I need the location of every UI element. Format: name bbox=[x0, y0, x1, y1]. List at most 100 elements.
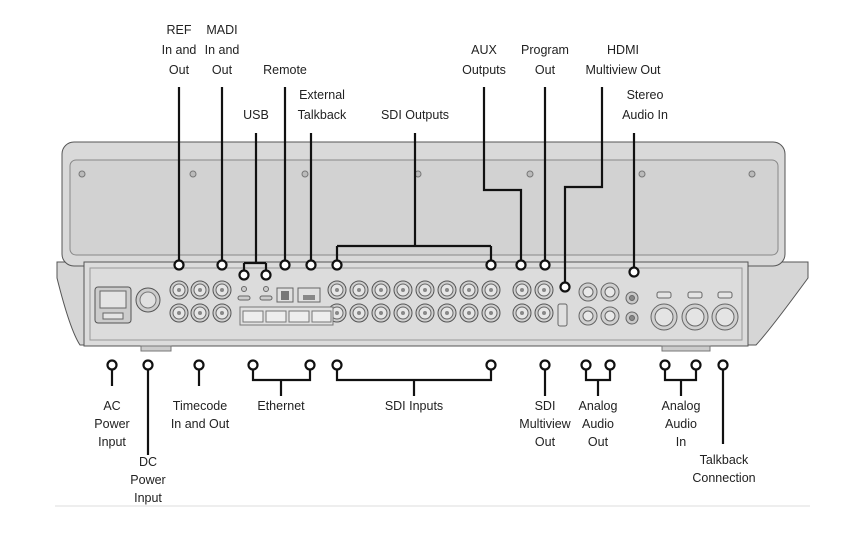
label-analog-audio-in: Analog Audio In bbox=[662, 399, 701, 449]
svg-text:Timecode: Timecode bbox=[173, 399, 227, 413]
foot bbox=[661, 345, 711, 352]
label-sdi-outputs: SDI Outputs bbox=[381, 108, 449, 122]
svg-text:DC: DC bbox=[139, 455, 157, 469]
label-remote: Remote bbox=[263, 63, 307, 77]
bnc-connector bbox=[190, 303, 210, 323]
bnc-connector bbox=[212, 303, 232, 323]
svg-text:Out: Out bbox=[535, 435, 556, 449]
bottom-callouts bbox=[106, 359, 729, 455]
label-madi: MADI In and Out bbox=[205, 23, 240, 77]
bnc-connector bbox=[481, 303, 501, 323]
bnc-connector bbox=[169, 303, 189, 323]
label-usb: USB bbox=[243, 108, 269, 122]
label-dc-power-input: DC Power Input bbox=[130, 455, 165, 505]
hdmi-port bbox=[557, 303, 568, 327]
label-stereo-audio-in: Stereo Audio In bbox=[622, 88, 668, 122]
xlr-connectors bbox=[650, 291, 739, 331]
body-inner bbox=[89, 267, 743, 341]
svg-text:Audio: Audio bbox=[665, 417, 697, 431]
left-wing bbox=[56, 261, 89, 346]
svg-text:Analog: Analog bbox=[662, 399, 701, 413]
top-callouts bbox=[173, 87, 640, 293]
label-talkback-connection: Talkback Connection bbox=[692, 453, 755, 485]
svg-text:AUX: AUX bbox=[471, 43, 497, 57]
bnc-connector bbox=[415, 303, 435, 323]
label-hdmi-multiview-out: HDMI Multiview Out bbox=[585, 43, 661, 77]
svg-text:Audio: Audio bbox=[582, 417, 614, 431]
label-ac-power-input: AC Power Input bbox=[94, 399, 129, 449]
screws bbox=[78, 170, 756, 178]
svg-text:Analog: Analog bbox=[579, 399, 618, 413]
label-timecode: Timecode In and Out bbox=[171, 399, 230, 431]
label-sdi-inputs: SDI Inputs bbox=[385, 399, 443, 413]
svg-text:Outputs: Outputs bbox=[462, 63, 506, 77]
bnc-connector bbox=[459, 280, 479, 300]
label-ref: REF In and Out bbox=[162, 23, 197, 77]
svg-text:Audio In: Audio In bbox=[622, 108, 668, 122]
svg-text:In and Out: In and Out bbox=[171, 417, 230, 431]
bnc-connector bbox=[481, 280, 501, 300]
remote-port bbox=[276, 287, 294, 303]
svg-text:Input: Input bbox=[98, 435, 126, 449]
label-analog-audio-out: Analog Audio Out bbox=[579, 399, 618, 449]
bnc-connector bbox=[459, 303, 479, 323]
foot bbox=[140, 345, 172, 352]
external-talkback-port bbox=[297, 287, 321, 303]
label-program-out: Program Out bbox=[521, 43, 569, 77]
bnc-connector bbox=[212, 280, 232, 300]
bnc-connector bbox=[190, 280, 210, 300]
bnc-connector bbox=[534, 303, 554, 323]
bnc-connector bbox=[169, 280, 189, 300]
bnc-connector bbox=[393, 280, 413, 300]
svg-text:External: External bbox=[299, 88, 345, 102]
svg-text:Out: Out bbox=[169, 63, 190, 77]
bnc-connector bbox=[437, 280, 457, 300]
bnc-connector bbox=[512, 303, 532, 323]
bnc-connectors bbox=[169, 280, 554, 323]
svg-text:Power: Power bbox=[94, 417, 129, 431]
svg-text:AC: AC bbox=[103, 399, 120, 413]
bnc-connector bbox=[349, 280, 369, 300]
bnc-connector bbox=[371, 303, 391, 323]
svg-text:MADI: MADI bbox=[206, 23, 237, 37]
bnc-connector bbox=[415, 280, 435, 300]
bnc-connector bbox=[512, 280, 532, 300]
svg-text:In and: In and bbox=[162, 43, 197, 57]
label-aux-outputs: AUX Outputs bbox=[462, 43, 506, 77]
bnc-connector bbox=[437, 303, 457, 323]
svg-text:Multiview: Multiview bbox=[519, 417, 571, 431]
analog-audio-out-jacks bbox=[578, 282, 620, 326]
svg-text:Out: Out bbox=[535, 63, 556, 77]
svg-text:Program: Program bbox=[521, 43, 569, 57]
svg-text:REF: REF bbox=[167, 23, 192, 37]
svg-text:SDI: SDI bbox=[535, 399, 556, 413]
svg-text:Talkback: Talkback bbox=[700, 453, 749, 467]
svg-text:Out: Out bbox=[212, 63, 233, 77]
usb-ports bbox=[237, 286, 273, 301]
svg-text:HDMI: HDMI bbox=[607, 43, 639, 57]
svg-text:Talkback: Talkback bbox=[298, 108, 347, 122]
ethernet-ports bbox=[239, 306, 334, 326]
right-wing bbox=[745, 261, 809, 346]
top-panel-inner bbox=[69, 159, 779, 256]
svg-text:Stereo: Stereo bbox=[627, 88, 664, 102]
label-external-talkback: External Talkback bbox=[298, 88, 347, 122]
svg-text:In and: In and bbox=[205, 43, 240, 57]
label-sdi-multiview-out: SDI Multiview Out bbox=[519, 399, 571, 449]
bnc-connector bbox=[534, 280, 554, 300]
bnc-connector bbox=[349, 303, 369, 323]
body bbox=[83, 261, 749, 347]
bnc-connector bbox=[327, 280, 347, 300]
label-ethernet: Ethernet bbox=[257, 399, 305, 413]
svg-text:Input: Input bbox=[134, 491, 162, 505]
svg-text:In: In bbox=[676, 435, 686, 449]
dc-power-connector bbox=[135, 287, 161, 313]
bnc-connector bbox=[371, 280, 391, 300]
bnc-connector bbox=[393, 303, 413, 323]
ac-power-inlet bbox=[94, 286, 132, 324]
stereo-audio-in-rca bbox=[625, 291, 639, 325]
svg-text:Connection: Connection bbox=[692, 471, 755, 485]
svg-text:Multiview Out: Multiview Out bbox=[585, 63, 661, 77]
svg-text:Out: Out bbox=[588, 435, 609, 449]
